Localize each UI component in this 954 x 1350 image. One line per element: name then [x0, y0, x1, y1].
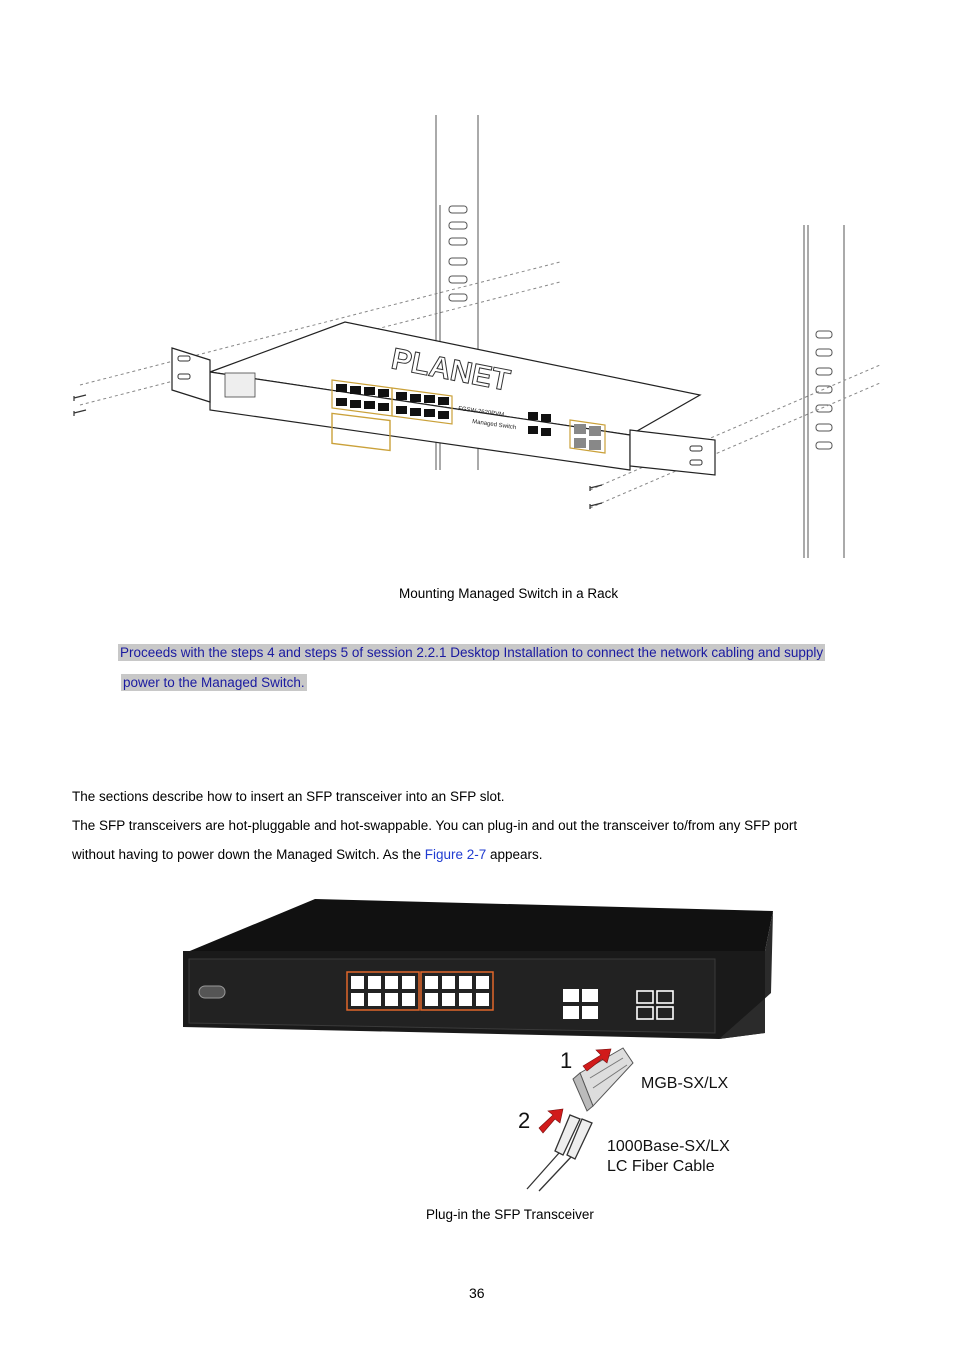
- arrow-step-2-icon: [538, 1108, 564, 1134]
- step-1-number: 1: [560, 1048, 572, 1073]
- figure1-caption: Mounting Managed Switch in a Rack: [399, 586, 619, 601]
- cable-label-2: LC Fiber Cable: [607, 1158, 715, 1175]
- paragraph-1: The sections describe how to insert an S…: [72, 789, 505, 804]
- rack-mount-illustration: PLANET FGSW-2620PVM Managed Switch: [73, 115, 881, 558]
- console-port-icon: [198, 985, 226, 999]
- cable-label-1: 1000Base-SX/LX: [607, 1138, 730, 1155]
- page-number: 36: [469, 1285, 485, 1301]
- paragraph-3: without having to power down the Managed…: [72, 847, 543, 862]
- arrow-step-1-icon: [582, 1048, 612, 1072]
- note-line-2: power to the Managed Switch.: [121, 674, 307, 691]
- module-label: MGB-SX/LX: [641, 1075, 728, 1092]
- lc-fiber-cable-icon: [526, 1114, 593, 1192]
- paragraph-2: The SFP transceivers are hot-pluggable a…: [72, 818, 798, 833]
- figure2-caption: Plug-in the SFP Transceiver: [426, 1207, 594, 1222]
- paragraph-3-end: appears.: [486, 847, 543, 862]
- step-2-number: 2: [518, 1108, 530, 1133]
- sfp-plugin-illustration: 1 2 MGB-SX/LX 1000Base-SX/LX LC Fiber Ca…: [183, 899, 773, 1192]
- note-line-1: Proceeds with the steps 4 and steps 5 of…: [118, 644, 826, 661]
- console-port-icon: [224, 372, 256, 398]
- paragraph-3-start: without having to power down the Managed…: [72, 847, 425, 862]
- figure-2-7-link[interactable]: Figure 2-7: [424, 847, 487, 862]
